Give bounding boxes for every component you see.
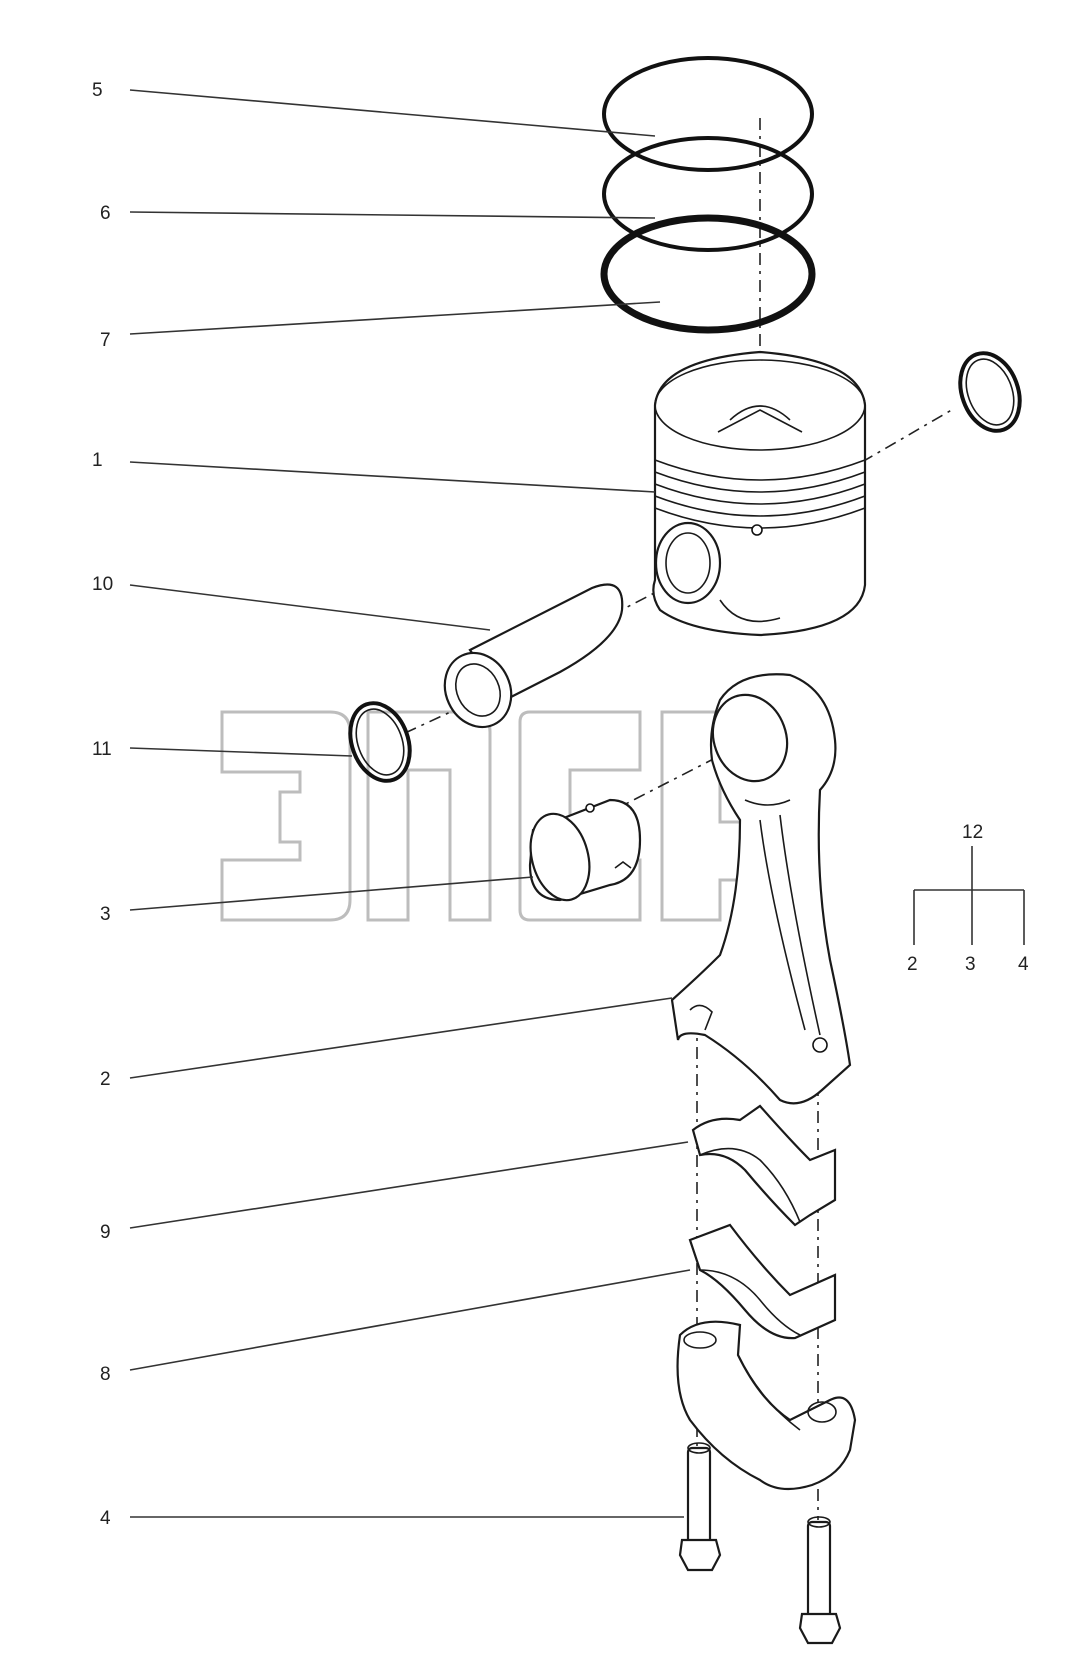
assembly-key-parent: 12: [962, 822, 983, 843]
callout-8: 8: [100, 1364, 111, 1385]
snap-ring-right: [958, 351, 1022, 433]
callout-7: 7: [100, 330, 111, 351]
rod-bolt-left: [678, 1442, 722, 1572]
assembly-key-child-3: 4: [1018, 954, 1029, 975]
callout-4: 4: [100, 1508, 111, 1529]
piston-ring-oil: [600, 214, 816, 334]
assembly-key-child-2: 3: [965, 954, 976, 975]
piston: [652, 350, 867, 637]
callout-2: 2: [100, 1069, 111, 1090]
small-end-bushing: [528, 798, 642, 902]
callout-10: 10: [92, 574, 113, 595]
rod-bolt-right: [798, 1516, 842, 1645]
piston-ring-second: [602, 136, 814, 252]
callout-1: 1: [92, 450, 103, 471]
callout-9: 9: [100, 1222, 111, 1243]
piston-ring-top: [602, 56, 814, 172]
lower-bearing-shell: [688, 1223, 837, 1340]
leader-lines: [129, 89, 691, 1518]
rod-cap: [676, 1320, 857, 1491]
assembly-key: 12 2 3 4: [907, 822, 1029, 975]
snap-ring-left: [348, 701, 412, 783]
callout-5: 5: [92, 80, 103, 101]
piston-pin: [443, 583, 624, 729]
connecting-rod: [670, 673, 852, 1105]
upper-bearing-shell: [691, 1104, 837, 1227]
callout-numbers: 5 6 7 1 10 11 3 2 9 8 4: [92, 80, 113, 1529]
callout-3: 3: [100, 904, 111, 925]
callout-6: 6: [100, 203, 111, 224]
callout-11: 11: [92, 739, 112, 760]
assembly-key-child-1: 2: [907, 954, 918, 975]
